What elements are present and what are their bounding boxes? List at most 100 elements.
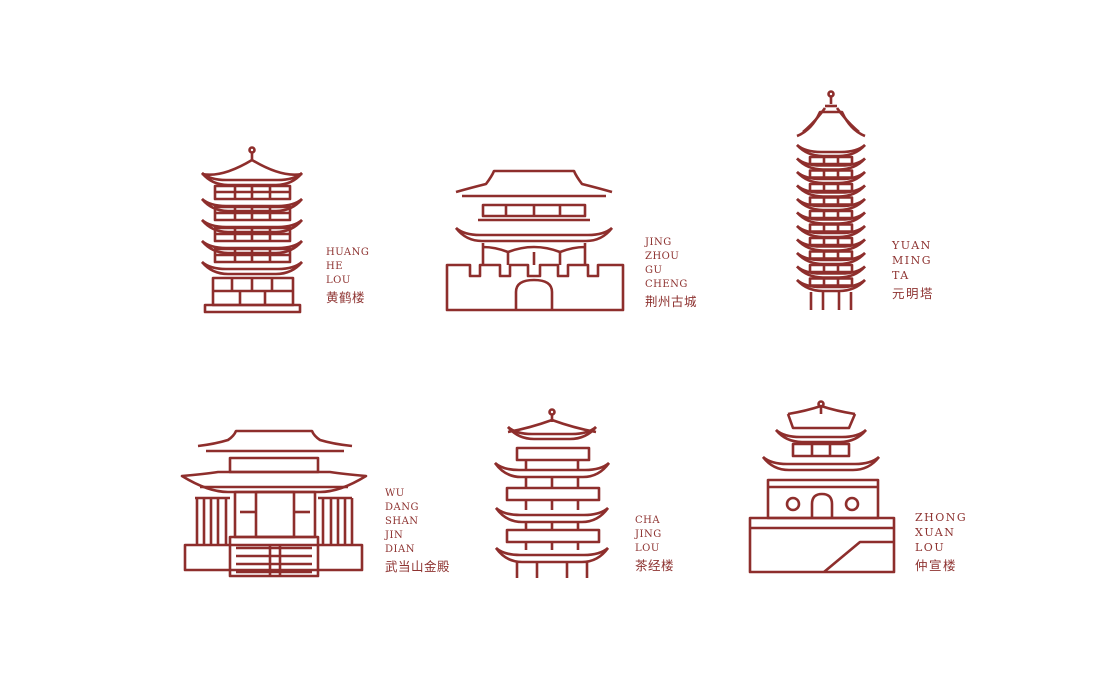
- label-en-line: LOU: [635, 543, 660, 554]
- label-zh: 黄鹤楼: [326, 290, 366, 305]
- floor: [808, 209, 854, 220]
- label-en-line: LOU: [915, 541, 946, 554]
- eave: [796, 197, 866, 208]
- huang-he-lou-illustration: [201, 146, 303, 314]
- label-en-line: SHAN: [385, 516, 419, 527]
- label-en-line: HUANG: [326, 247, 370, 258]
- main-roof: [180, 470, 368, 494]
- eave: [796, 184, 866, 194]
- roof-top: [507, 418, 597, 434]
- gate-arch: [810, 492, 834, 518]
- label-en-line: ZHONG: [915, 511, 968, 524]
- label-jing-zhou-gu-cheng: JING ZHOU GU CHENG 荆州古城: [645, 236, 697, 311]
- floor: [808, 196, 854, 206]
- city-wall: [445, 263, 625, 312]
- eave: [494, 547, 610, 564]
- cha-jing-lou-illustration: [493, 408, 611, 578]
- eave: [493, 462, 611, 479]
- platform: [183, 543, 364, 572]
- label-zh: 荆州古城: [645, 294, 698, 309]
- eave: [201, 171, 303, 182]
- eave: [775, 428, 867, 439]
- roof-top: [455, 169, 613, 194]
- label-zhong-xuan-lou: ZHONG XUAN LOU 仲宣楼: [915, 510, 967, 575]
- label-en-line: WU: [385, 488, 405, 499]
- floor: [808, 263, 854, 274]
- eave: [507, 426, 597, 441]
- finial: [248, 146, 256, 154]
- yuan-ming-ta-illustration: [796, 90, 866, 310]
- eave: [494, 461, 610, 472]
- label-en-line: MING: [892, 254, 933, 267]
- label-en-line: YUAN: [892, 239, 932, 252]
- floor: [808, 223, 854, 233]
- label-en-line: DIAN: [385, 544, 415, 555]
- eave: [796, 157, 866, 167]
- doorway: [254, 490, 296, 539]
- platform: [203, 303, 302, 314]
- eave: [454, 227, 614, 243]
- roof-top: [796, 110, 866, 138]
- floor: [808, 250, 854, 260]
- arcade: [481, 243, 587, 265]
- eave: [507, 425, 597, 436]
- label-en-line: CHENG: [645, 279, 688, 290]
- eave: [201, 261, 303, 276]
- eave: [796, 211, 866, 221]
- terrace: [748, 516, 896, 574]
- floor: [808, 155, 854, 166]
- roof-top: [787, 404, 856, 416]
- floor: [505, 486, 601, 502]
- label-en-line: ZHOU: [645, 251, 680, 262]
- floor: [808, 169, 854, 179]
- round-window: [844, 496, 860, 512]
- roof-top: [197, 429, 353, 448]
- eave: [796, 265, 866, 275]
- finial: [827, 90, 835, 98]
- eave: [455, 226, 613, 237]
- label-cha-jing-lou: CHA JING LOU 茶经楼: [635, 514, 674, 575]
- floor: [791, 442, 851, 458]
- eave: [796, 278, 866, 289]
- ramp: [823, 540, 894, 573]
- label-en-line: JIN: [385, 530, 404, 541]
- label-zh: 茶经楼: [635, 558, 675, 573]
- eave: [796, 170, 866, 181]
- label-huang-he-lou: HUANG HE LOU 黄鹤楼: [326, 246, 369, 307]
- label-en-line: DANG: [385, 502, 419, 513]
- eave: [796, 279, 866, 293]
- label-zh: 仲宣楼: [915, 558, 958, 573]
- round-window: [785, 496, 801, 512]
- label-en-line: TA: [892, 269, 910, 282]
- label-en-line: GU: [645, 265, 663, 276]
- zhong-xuan-lou-illustration: [748, 400, 896, 574]
- label-en-line: JING: [635, 529, 662, 540]
- eave: [796, 224, 866, 235]
- floor: [808, 182, 854, 193]
- eave: [796, 251, 866, 262]
- label-wu-dang-shan-jin-dian: WU DANG SHAN JIN DIAN 武当山金殿: [385, 487, 450, 576]
- top-floor: [786, 413, 857, 430]
- label-zh: 武当山金殿: [385, 559, 451, 574]
- eave: [201, 260, 303, 271]
- eave: [761, 456, 881, 472]
- label-en-line: XUAN: [915, 526, 956, 539]
- floor: [505, 528, 601, 544]
- jing-zhou-gu-cheng-illustration: [445, 169, 625, 312]
- floor: [808, 277, 854, 287]
- label-en-line: LOU: [326, 275, 351, 286]
- eave: [495, 506, 609, 517]
- finial: [548, 408, 556, 416]
- label-zh: 元明塔: [892, 286, 935, 301]
- label-en-line: HE: [326, 261, 344, 272]
- hall: [233, 490, 317, 539]
- floor: [808, 236, 854, 247]
- upper-floor: [228, 456, 320, 474]
- label-en-line: JING: [645, 237, 672, 248]
- eave: [762, 455, 880, 466]
- wu-dang-shan-jin-dian-illustration: [180, 429, 368, 578]
- eave: [495, 546, 609, 557]
- eave: [796, 238, 866, 248]
